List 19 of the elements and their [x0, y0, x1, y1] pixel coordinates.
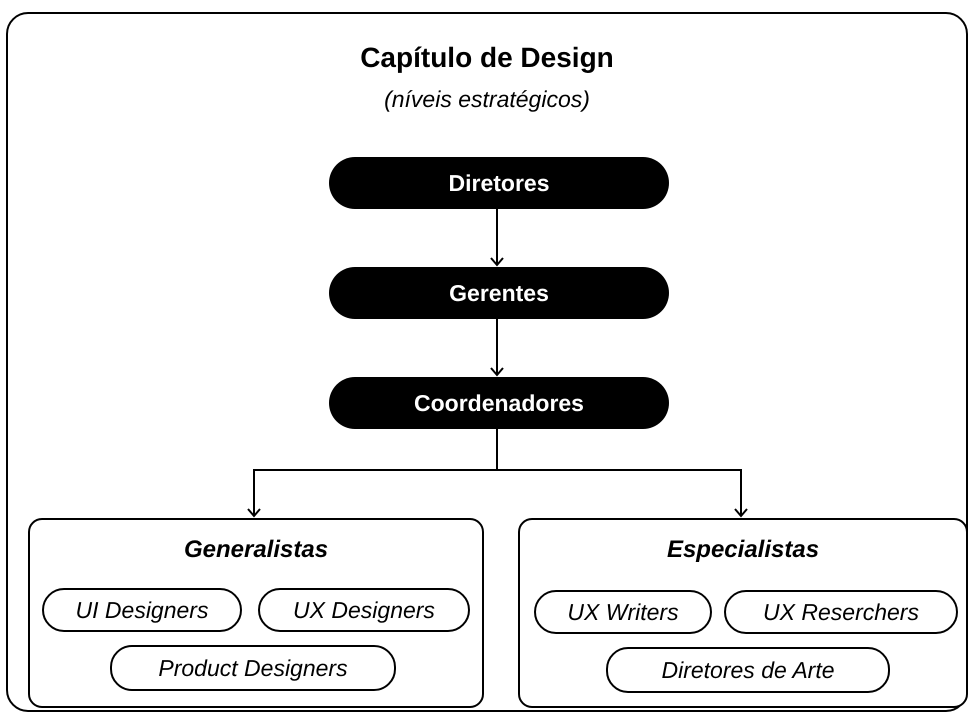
level-pill: Diretores — [329, 157, 669, 209]
group-heading: Especialistas — [666, 536, 820, 564]
arrow — [490, 207, 504, 266]
role-pill: UX Designers — [258, 588, 470, 632]
role-pill: Diretores de Arte — [606, 647, 890, 693]
chapter-frame — [6, 12, 968, 712]
role-pill: Product Designers — [110, 645, 396, 691]
role-pill: UX Reserchers — [724, 590, 958, 634]
chapter-title: Capítulo de Design — [359, 42, 615, 74]
role-pill: UI Designers — [42, 588, 242, 632]
group-heading: Generalistas — [182, 536, 330, 564]
arrow — [496, 427, 748, 517]
role-pill: UX Writers — [534, 590, 712, 634]
level-pill: Gerentes — [329, 267, 669, 319]
level-pill: Coordenadores — [329, 377, 669, 429]
chapter-subtitle: (níveis estratégicos) — [383, 86, 591, 113]
group-box — [28, 518, 484, 708]
arrow — [490, 317, 504, 376]
group-box — [518, 518, 968, 708]
